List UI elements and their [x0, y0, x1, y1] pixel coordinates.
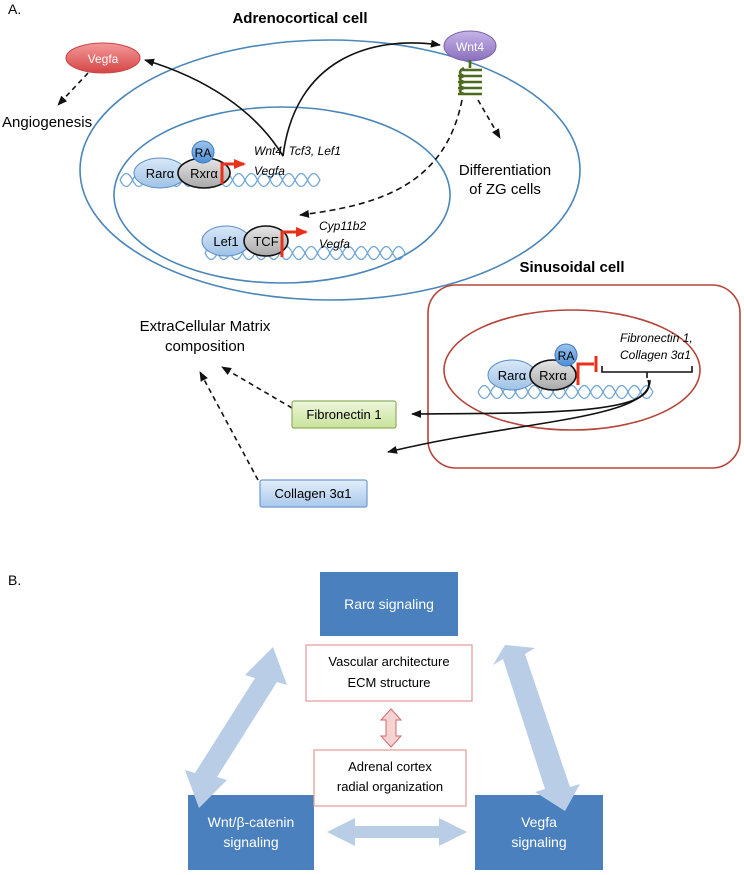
collagen-box: [259, 479, 368, 508]
frizzled-receptor-icon: [458, 60, 482, 96]
ecm-line1: ExtraCellular Matrix: [140, 318, 271, 335]
ecm-line2: composition: [165, 338, 245, 355]
wnt-signaling-line1: Wnt/β-catenin: [208, 814, 295, 830]
tcf-oval: [243, 225, 289, 257]
repression-symbol: [576, 356, 598, 385]
adrenocortical-cell-membrane: [79, 39, 581, 301]
wnt-signaling-box: [188, 795, 314, 870]
vegfa-signaling-box: [475, 795, 603, 870]
tcf-label: TCF: [253, 234, 278, 249]
bracket-to-collagen-arrow: [387, 379, 651, 454]
collagen-box-label: Collagen 3α1: [275, 486, 352, 501]
sinus-rxr-alpha-oval: [529, 359, 577, 391]
vegfa-signaling-line1: Vegfa: [521, 814, 557, 830]
repressed-genes-bracket: [601, 366, 693, 378]
differentiation-line1: Differentiation: [459, 162, 551, 179]
adrenocortical-nucleus: [113, 106, 451, 284]
target-genes-line2: Vegfa: [254, 164, 285, 178]
repressed-genes-line2: Collagen 3α1: [620, 348, 691, 362]
wnt4-to-tcf-dashed-arrow: [299, 99, 463, 218]
targets-to-wnt4-arrow: [282, 39, 441, 157]
sinus-rar-alpha-label: Rarα: [498, 368, 527, 383]
sinusoidal-title: Sinusoidal cell: [519, 259, 624, 276]
rxr-alpha-label: Rxrα: [190, 166, 218, 181]
rar-wnt-double-arrow: [185, 647, 287, 808]
lef1-label: Lef1: [213, 234, 238, 249]
fibronectin-box: [291, 400, 397, 429]
ecm-structure-label: ECM structure: [347, 675, 430, 690]
wnt4-to-differentiation-arrow: [477, 99, 501, 139]
wnt-vegfa-double-arrow: [327, 818, 467, 846]
promoter-arrow-lower: [280, 227, 308, 257]
sinusoidal-nucleus: [443, 309, 701, 431]
vascular-ecm-box: [305, 644, 473, 702]
tcf-target-line2: Vegfa: [319, 237, 350, 251]
rar-signaling-box: [320, 572, 458, 636]
targets-to-vegfa-arrow: [144, 58, 284, 157]
target-genes-line1: Wnt4, Tcf3, Lef1: [254, 144, 341, 158]
vegfa-signaling-line2: signaling: [511, 834, 566, 850]
tcf-target-line1: Cyp11b2: [319, 219, 366, 233]
fibronectin-box-label: Fibronectin 1: [306, 407, 381, 422]
repressed-genes-line1: Fibronectin 1,: [620, 331, 693, 345]
panel-a-label: A.: [8, 1, 21, 17]
adrenocortical-title: Adrenocortical cell: [232, 10, 367, 27]
adrenal-cortex-box: [313, 749, 467, 807]
adrenal-cortex-label: Adrenal cortex: [348, 759, 432, 774]
sinusoidal-cell-membrane: [427, 284, 741, 469]
panel-b-label: B.: [8, 572, 21, 588]
vascular-architecture-label: Vascular architecture: [328, 654, 449, 669]
sinus-ra-ligand-label: RA: [558, 349, 575, 363]
angiogenesis-label: Angiogenesis: [2, 114, 92, 131]
collagen-to-ecm-arrow: [199, 371, 259, 481]
rar-vegfa-double-arrow: [493, 645, 580, 811]
promoter-arrow-upper: [220, 159, 246, 184]
sinus-ra-ligand-circle: [554, 343, 578, 367]
center-vertical-double-arrow: [379, 708, 403, 748]
ra-ligand-label: RA: [195, 146, 212, 160]
wnt4-protein-label: Wnt4: [456, 40, 484, 54]
ra-ligand-circle: [191, 140, 215, 164]
vegfa-protein-label: Vegfa: [88, 52, 119, 66]
fibronectin-to-ecm-arrow: [221, 366, 293, 409]
wnt-signaling-line2: signaling: [223, 834, 278, 850]
vegfa-protein-icon: [65, 42, 141, 74]
radial-organization-label: radial organization: [337, 779, 443, 794]
vegfa-to-angiogenesis-arrow: [57, 72, 89, 106]
rar-signaling-label: Rarα signaling: [344, 596, 434, 612]
rar-alpha-label: Rarα: [146, 166, 175, 181]
sinus-rxr-alpha-label: Rxrα: [539, 368, 567, 383]
differentiation-line2: of ZG cells: [469, 181, 541, 198]
